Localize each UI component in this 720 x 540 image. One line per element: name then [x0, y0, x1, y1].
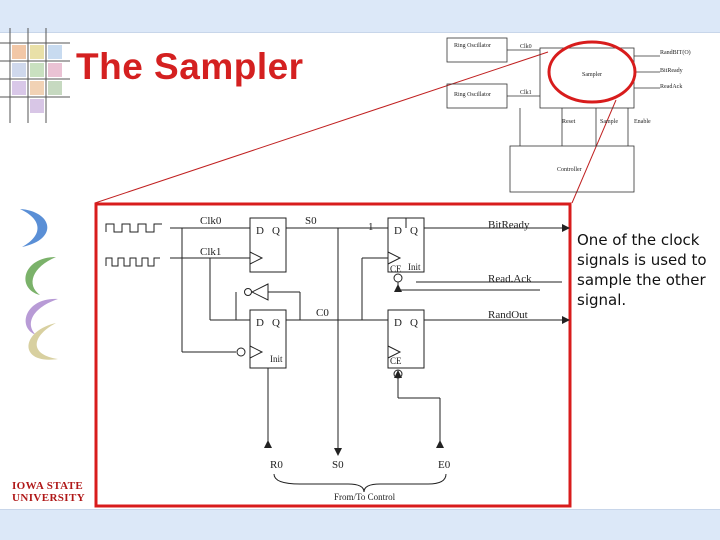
- ff3-init-label: Init: [270, 354, 283, 364]
- controller-block: [509, 145, 635, 193]
- bitready-label: BitReady: [488, 219, 530, 231]
- clk1-label: Clk1: [200, 246, 221, 258]
- ring-oscillator-top: [446, 37, 508, 63]
- university-logo: IOWA STATE UNIVERSITY: [12, 480, 92, 504]
- overview-readack-label: ReadAck: [660, 84, 682, 90]
- slide-title: The Sampler: [76, 46, 304, 87]
- circuit: [105, 217, 562, 493]
- overview-reset-label: Reset: [562, 119, 576, 125]
- ff4-q-label: Q: [410, 317, 418, 329]
- zoom-line-left: [94, 51, 549, 204]
- sampler-highlight-ellipse: [547, 40, 637, 104]
- clk0-label: Clk0: [200, 215, 222, 227]
- ff2-ce-label: CE: [390, 264, 402, 274]
- ff-bottom-right: [387, 309, 425, 369]
- clk0-waveform: [105, 223, 162, 233]
- decorative-crescents: [20, 209, 58, 360]
- s0-label: S0: [305, 215, 317, 227]
- logo-line-1: IOWA STATE: [12, 480, 84, 492]
- ff2-d-label: D: [394, 225, 402, 237]
- overview-osc-bottom-label: Ring Oscillator: [454, 92, 491, 98]
- overview-osc-top-label: Ring Oscillator: [454, 43, 491, 49]
- ff1-d-label: D: [256, 225, 264, 237]
- control-brace: [273, 473, 447, 493]
- zoom-box: [94, 202, 572, 508]
- overview-clk1-label: Clk1: [520, 90, 532, 96]
- overview-clk0-label: Clk0: [520, 44, 532, 50]
- ff4-d-label: D: [394, 317, 402, 329]
- clk1-waveform: [105, 257, 160, 267]
- overview-rand-label: RandBIT(O): [660, 49, 691, 56]
- arrowheads: [264, 224, 570, 456]
- r0-label: R0: [270, 459, 283, 471]
- zoom-line-right: [571, 99, 617, 204]
- overview-controller-label: Controller: [557, 167, 582, 173]
- ff1-q-label: Q: [272, 225, 280, 237]
- ff2-init-label: Init: [408, 262, 421, 272]
- c0-label: C0: [316, 307, 329, 319]
- ff-top-left: [249, 217, 287, 273]
- logo-line-2: UNIVERSITY: [12, 492, 86, 504]
- inverter: [250, 283, 269, 301]
- e0-label: E0: [438, 459, 451, 471]
- ff3-d-label: D: [256, 317, 264, 329]
- slide-caption: One of the clock signals is used to samp…: [577, 231, 707, 309]
- ff3-q-label: Q: [272, 317, 280, 329]
- readack-label: Read.Ack: [488, 273, 532, 285]
- overview-enable-label: Enable: [634, 119, 651, 125]
- one-label: 1: [368, 221, 374, 233]
- decorative-grid: [0, 28, 70, 123]
- overview-sampler-label: Sampler: [582, 72, 602, 78]
- overview-sample-label: Sample: [600, 119, 618, 125]
- overview-bitready-label: BitReady: [660, 68, 683, 74]
- randout-label: RandOut: [488, 309, 528, 321]
- bottom-bar: [0, 509, 720, 540]
- top-bar: [0, 0, 720, 33]
- ff4-ce-label: CE: [390, 356, 402, 366]
- ff2-q-label: Q: [410, 225, 418, 237]
- control-label: From/To Control: [334, 492, 396, 502]
- s0-bottom-label: S0: [332, 459, 344, 471]
